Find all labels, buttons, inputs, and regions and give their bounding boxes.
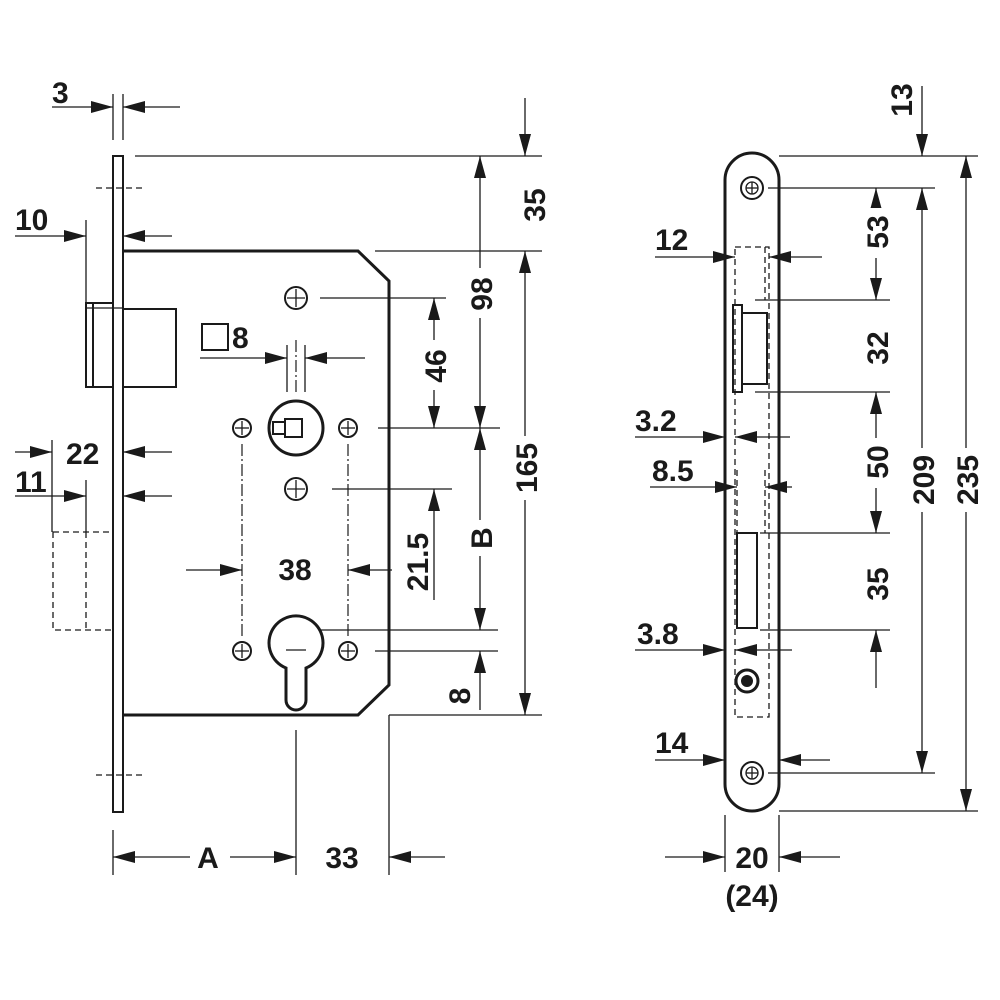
dim-latch-projection: 22 — [66, 438, 99, 471]
spindle-follower — [267, 399, 325, 457]
dim-bottom-offset: 8 — [444, 688, 477, 705]
side-faceplate — [723, 151, 781, 813]
side-cylinder-screw — [734, 668, 760, 694]
dim-latch-width: 12 — [655, 224, 688, 257]
dim-latch-height: 32 — [862, 331, 895, 364]
dim-faceplate-offset: 10 — [15, 204, 48, 237]
pin-hole-lower-right — [338, 641, 358, 661]
side-bolt — [736, 532, 758, 629]
front-view: 3 10 22 11 8 — [15, 77, 552, 875]
cylinder-cutout — [267, 614, 325, 712]
dim-top-to-spindle: 98 — [466, 277, 499, 310]
dim-case-height: 165 — [511, 443, 544, 493]
dim-faceplate-thickness: 3 — [52, 77, 69, 110]
dim-case-depth: 33 — [325, 842, 358, 875]
dim-offset-3-2: 3.2 — [635, 405, 677, 438]
dim-bolt-projection: 11 — [15, 466, 47, 499]
dim-backset: A — [197, 842, 219, 875]
dim-spindle-to-cylinder: B — [466, 527, 499, 549]
dim-plate-height: 235 — [952, 455, 985, 505]
side-view: 13 53 32 50 35 209 235 — [635, 83, 985, 913]
pin-hole-lower-left — [232, 641, 252, 661]
dim-offset-8-5: 8.5 — [652, 455, 694, 488]
dim-offset-14: 14 — [655, 727, 689, 760]
pin-hole-upper-right — [338, 418, 358, 438]
dim-spindle-to-hole: 46 — [420, 349, 453, 382]
dim-plate-width-alt: (24) — [725, 880, 778, 913]
dim-bolt-height: 35 — [862, 567, 895, 600]
faceplate — [112, 155, 124, 813]
latch-body — [122, 308, 177, 388]
lock-case — [123, 249, 391, 717]
dim-cylinder-offset: 21.5 — [402, 533, 435, 591]
dim-latch-to-bolt: 50 — [862, 445, 895, 478]
screw-hole-top — [284, 286, 308, 310]
pin-hole-upper-left — [232, 418, 252, 438]
dim-hole-spacing: 38 — [278, 554, 311, 587]
dim-screw-spacing: 209 — [908, 455, 941, 505]
dim-plate-width: 20 — [735, 842, 768, 875]
side-latch — [732, 304, 743, 393]
dim-spindle-square: 8 — [232, 322, 249, 355]
dim-side-top-offset: 13 — [886, 83, 919, 116]
side-screw-top — [740, 176, 764, 200]
dim-offset-3-8: 3.8 — [637, 618, 679, 651]
screw-hole-middle — [284, 477, 308, 501]
latch-bolt — [85, 302, 114, 388]
side-body-dashed — [734, 246, 770, 718]
dim-screw-to-latch: 53 — [862, 215, 895, 248]
dead-bolt-dashed — [52, 531, 114, 631]
side-screw-bottom — [740, 761, 764, 785]
square-symbol — [201, 323, 229, 351]
dim-top-to-case: 35 — [519, 188, 552, 221]
